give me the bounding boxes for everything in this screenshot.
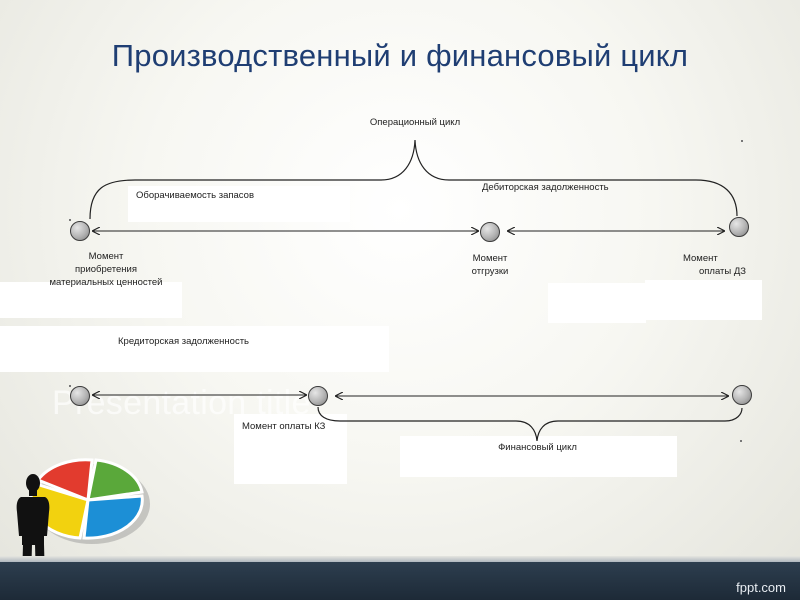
moment-payment-dz-line-1: Момент [683,253,718,264]
financial-cycle-label: Финансовый цикл [498,442,577,453]
payment-dz-box [645,280,762,320]
moment-shipment-label: Момент отгрузки [455,252,525,278]
financial-cycle-brace [317,406,743,442]
tick-mark [69,385,71,387]
operating-cycle-label: Операционный цикл [369,117,461,128]
tick-mark [69,219,71,221]
node-payables-start [70,386,90,406]
brand-text: fppt.com [736,580,786,595]
watermark: Presentation title [52,384,311,422]
tick-mark [740,440,742,442]
moment-purchase-label: Момент приобретения материальных ценност… [20,250,192,289]
footer-highlight [0,556,800,562]
node-payment-dz [729,217,749,237]
receivables-label: Дебиторская задолженность [482,182,609,193]
moment-shipment-line-2: отгрузки [471,266,509,277]
moment-shipment-line-1: Момент [472,253,508,264]
moment-payment-kz-label: Момент оплаты КЗ [242,421,326,432]
inventory-turnover-label: Оборачиваемость запасов [136,190,254,201]
moment-payment-dz-line-2: оплаты ДЗ [699,266,747,277]
payables-box [0,326,389,372]
footer-bar [0,562,800,600]
node-financial-end [732,385,752,405]
tick-mark [741,140,743,142]
financial-cycle-box [400,436,677,477]
node-purchase [70,221,90,241]
moment-payment-dz-label: Момент оплаты ДЗ [683,252,746,278]
node-payment-kz [308,386,328,406]
receivables-white-box [548,283,646,323]
operating-cycle-brace [89,139,738,220]
slide-title: Производственный и финансовый цикл [111,38,689,73]
purchase-box [0,282,182,318]
payment-kz-box [234,414,347,484]
moment-purchase-line-1: Момент [88,251,124,262]
node-shipment [480,222,500,242]
inventory-box [128,186,350,222]
moment-purchase-line-3: материальных ценностей [49,277,163,288]
payables-label: Кредиторская задолженность [118,336,250,347]
moment-purchase-line-2: приобретения [75,264,137,275]
